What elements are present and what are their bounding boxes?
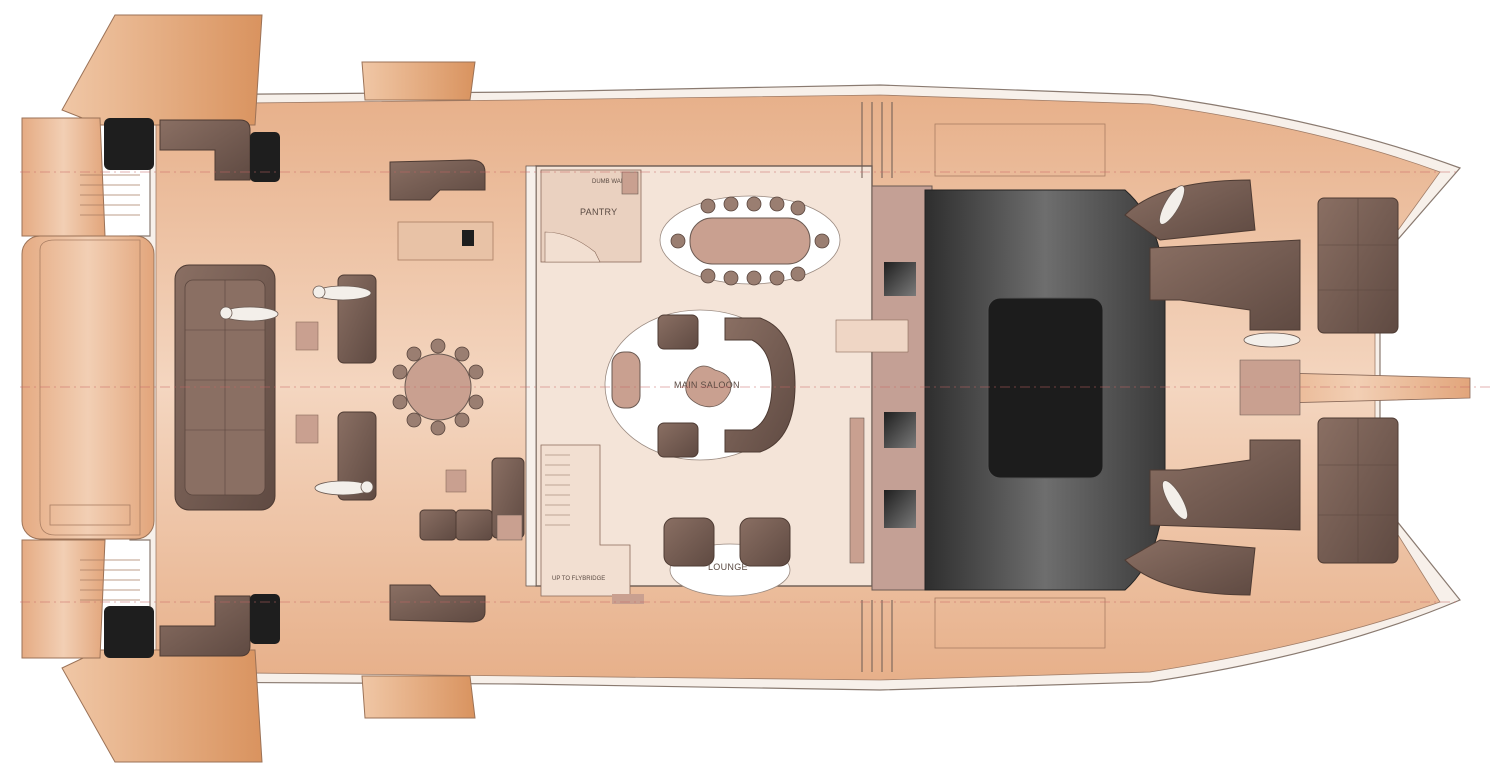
saloon-dining-chairs (670, 196, 830, 286)
stern-stairs-bottom (80, 559, 140, 601)
fore-seat-top (1149, 239, 1301, 331)
main-saloon: PANTRY DUMB WAITER MAIN SALOON LOUNGE (525, 165, 873, 604)
aft-dark-hatch (462, 230, 474, 246)
hatch-stern-top-left (104, 118, 154, 170)
stern-step-bottom (21, 539, 106, 659)
fore-locker-bottom (934, 597, 1106, 649)
side-table-top (295, 321, 319, 351)
lounge-label: LOUNGE (708, 562, 748, 572)
figure-icon (219, 285, 374, 496)
aft-hatch-bottom (250, 594, 280, 644)
fore-deck (861, 102, 1471, 672)
fore-chair-bottom (1124, 539, 1256, 596)
fore-glass (924, 189, 1166, 591)
saloon-coffee-table (685, 365, 732, 408)
platform-step-box (49, 504, 131, 526)
aft-hatch-top (250, 132, 280, 182)
fore-figures (1159, 185, 1301, 520)
sofa-table (496, 514, 523, 541)
bow-pulpit (1239, 359, 1301, 416)
bulkhead-panel (871, 185, 933, 591)
dumb-waiter (621, 171, 639, 195)
stern-flaps (61, 14, 476, 763)
side-seat-top (389, 159, 486, 201)
aft-seat-top (159, 119, 251, 181)
aft-stair (397, 221, 494, 261)
fore-seat-bottom (1149, 439, 1301, 531)
up-to-flybridge-label: UP TO FLYBRIDGE (552, 576, 605, 582)
hatch-stern-bottom-left (104, 606, 154, 658)
stern-flap-top-left (61, 14, 263, 126)
sofa-seat-b (455, 509, 493, 541)
platform-arch (39, 239, 141, 536)
window-3 (884, 490, 916, 528)
pantry-stair (544, 231, 601, 263)
aft-deck (159, 119, 525, 657)
side-door-top (361, 61, 476, 101)
pantry-label: PANTRY (580, 207, 617, 217)
pantry-sub-label: DUMB WAITER (592, 179, 635, 185)
helm-bulkhead (835, 185, 933, 591)
fore-skylight (987, 297, 1104, 479)
side-seat-bottom (389, 584, 486, 623)
swim-platform (21, 235, 155, 540)
stern-stairs-top (80, 174, 140, 216)
stern-flap-bottom-left (61, 649, 263, 763)
helm-stair (835, 319, 909, 353)
side-steps (861, 102, 893, 672)
window-1 (884, 262, 916, 296)
flybridge-stair (540, 444, 631, 597)
saloon-door-strip (612, 594, 644, 604)
saloon-bench (611, 351, 641, 409)
centerline (20, 171, 1490, 603)
lounge-armchairs (663, 517, 791, 567)
aft-table-chairs (392, 338, 484, 436)
saloon-armchairs (657, 314, 699, 458)
saloon-sofa-curved (724, 317, 796, 453)
stern-platform (21, 117, 155, 659)
helm-console (849, 417, 865, 564)
fore-locker-top (934, 123, 1106, 177)
side-door-bottom (361, 675, 476, 719)
stern-step-top (21, 117, 106, 237)
fore-chair-top (1124, 179, 1256, 241)
side-table-bottom (295, 414, 319, 444)
saloon-wall-left (525, 165, 537, 587)
window-2 (884, 412, 916, 448)
lounger-bottom (337, 411, 377, 501)
sofa-seat-a (419, 509, 457, 541)
saloon-dining-table (689, 217, 811, 265)
main-saloon-label: MAIN SALOON (674, 380, 740, 390)
side-table-small (445, 469, 467, 493)
aft-seat-bottom (159, 595, 251, 657)
